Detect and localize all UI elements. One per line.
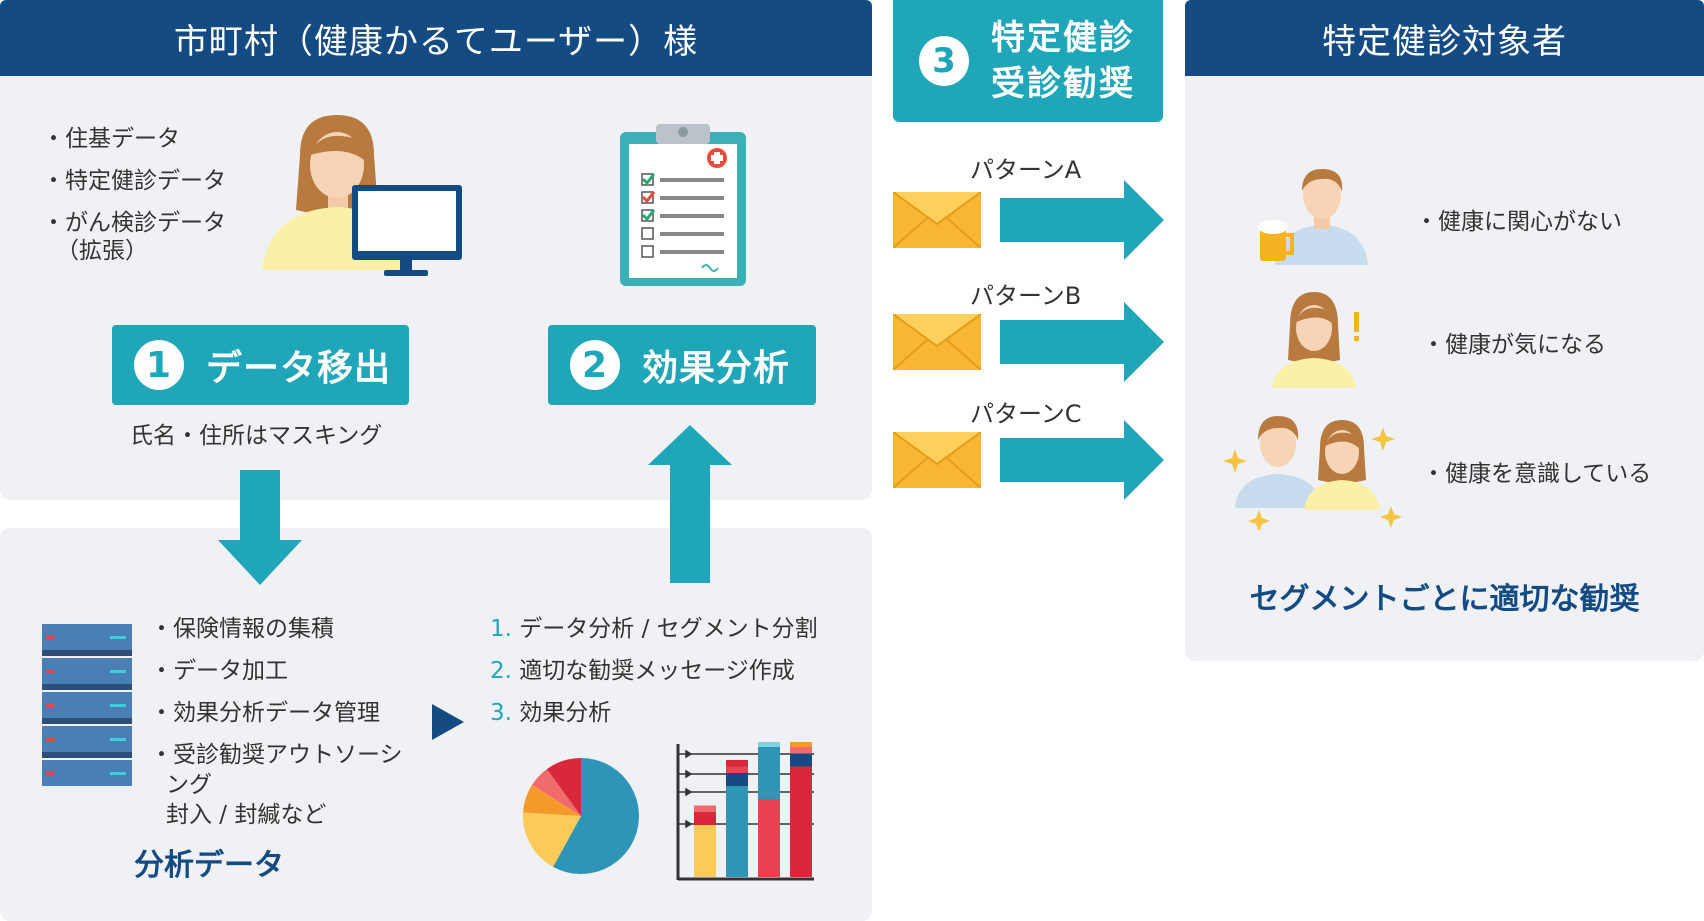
clipboard-checklist-icon: [620, 124, 746, 286]
list-item: ・がん検診データ: [42, 210, 226, 236]
pie-slice: [546, 758, 581, 816]
municipality-header: 市町村（健康かるてユーザー）様: [0, 0, 872, 76]
bar-segment: [758, 747, 780, 799]
segment-label: ・健康を意識している: [1422, 461, 1652, 487]
bar-segment: [726, 773, 748, 786]
masking-caption: 氏名・住所はマスキング: [130, 423, 383, 449]
arrow-right-icon: [1000, 302, 1164, 382]
list-item: ・効果分析データ管理: [150, 700, 380, 726]
step-label: データ移出: [206, 348, 392, 389]
target-panel: [1185, 0, 1704, 661]
list-item: ング: [166, 772, 212, 798]
arrow-right-icon: [1000, 420, 1164, 500]
pie-slice: [523, 784, 581, 816]
list-item: ・受診勧奨アウトソーシ: [150, 742, 403, 768]
man-with-beer-icon: [1258, 169, 1368, 265]
concerned-woman-icon: [1272, 292, 1359, 388]
step-label-line2: 受診勧奨: [991, 64, 1135, 104]
bar-segment: [726, 760, 748, 767]
bar-segment: [694, 812, 716, 825]
server-icon: [42, 624, 132, 786]
step-number: 3: [919, 36, 969, 86]
bar-segment: [790, 753, 812, 767]
target-header: 特定健診対象者: [1185, 0, 1704, 76]
bar-segment: [726, 786, 748, 877]
segment-recommendation-caption: セグメントごとに適切な勧奨: [1249, 582, 1640, 617]
list-item: ・保険情報の集積: [150, 616, 334, 642]
bar-segment: [790, 742, 812, 747]
bar-segment: [758, 799, 780, 877]
list-item: ・データ加工: [150, 658, 288, 684]
pie-slice: [553, 758, 639, 874]
list-item: 1. データ分析 / セグメント分割: [490, 616, 818, 642]
step-number: 1: [134, 340, 184, 390]
analysis-data-list: ・保険情報の集積 ・データ加工 ・効果分析データ管理 ・受診勧奨アウトソーシ ン…: [150, 608, 403, 836]
bar-segment: [758, 742, 780, 747]
stacked-bar-chart: [676, 742, 814, 881]
pie-slice: [532, 769, 581, 816]
step-label-line1: 特定健診: [991, 18, 1135, 58]
analysis-steps-list: 1. データ分析 / セグメント分割 2. 適切な勧奨メッセージ作成 3. 効果…: [490, 608, 818, 734]
step-screening-recommendation: 3 特定健診 受診勧奨: [893, 0, 1163, 122]
step-number: 2: [570, 340, 620, 390]
segment-label: ・健康が気になる: [1422, 332, 1606, 358]
arrow-up-icon: [648, 425, 732, 583]
list-item: 2. 適切な勧奨メッセージ作成: [490, 658, 795, 684]
healthy-couple-icon: [1223, 416, 1402, 530]
arrow-right-icon: [1000, 180, 1164, 260]
envelope-icon: [893, 192, 981, 248]
bar-segment: [790, 766, 812, 877]
pattern-b-label: パターンB: [970, 282, 1082, 310]
bar-segment: [694, 825, 716, 877]
list-item: （拡張）: [56, 238, 148, 264]
pattern-a-label: パターンA: [970, 156, 1082, 184]
envelope-icon: [893, 432, 981, 488]
step-label: 効果分析: [642, 348, 791, 389]
bar-segment: [790, 747, 812, 754]
source-data-list: ・住基データ ・特定健診データ ・がん検診データ （拡張）: [42, 118, 226, 272]
step-effect-analysis: 2 効果分析: [548, 325, 816, 405]
pie-slice: [523, 812, 581, 867]
list-item: ・住基データ: [42, 126, 180, 152]
arrow-down-icon: [218, 470, 302, 585]
bar-segment: [726, 766, 748, 773]
pattern-c-label: パターンC: [970, 400, 1082, 428]
segment-label: ・健康に関心がない: [1415, 209, 1622, 235]
pie-chart: [523, 758, 639, 874]
envelope-icon: [893, 314, 981, 370]
list-item: ・特定健診データ: [42, 168, 226, 194]
list-item: 封入 / 封緘など: [166, 802, 327, 828]
user-with-monitor-icon: [262, 115, 462, 276]
analysis-data-title: 分析データ: [134, 848, 284, 883]
list-item: 3. 効果分析: [490, 700, 612, 726]
play-triangle-icon: [432, 704, 464, 740]
bar-segment: [694, 805, 716, 812]
step-data-export: 1 データ移出: [112, 325, 409, 405]
